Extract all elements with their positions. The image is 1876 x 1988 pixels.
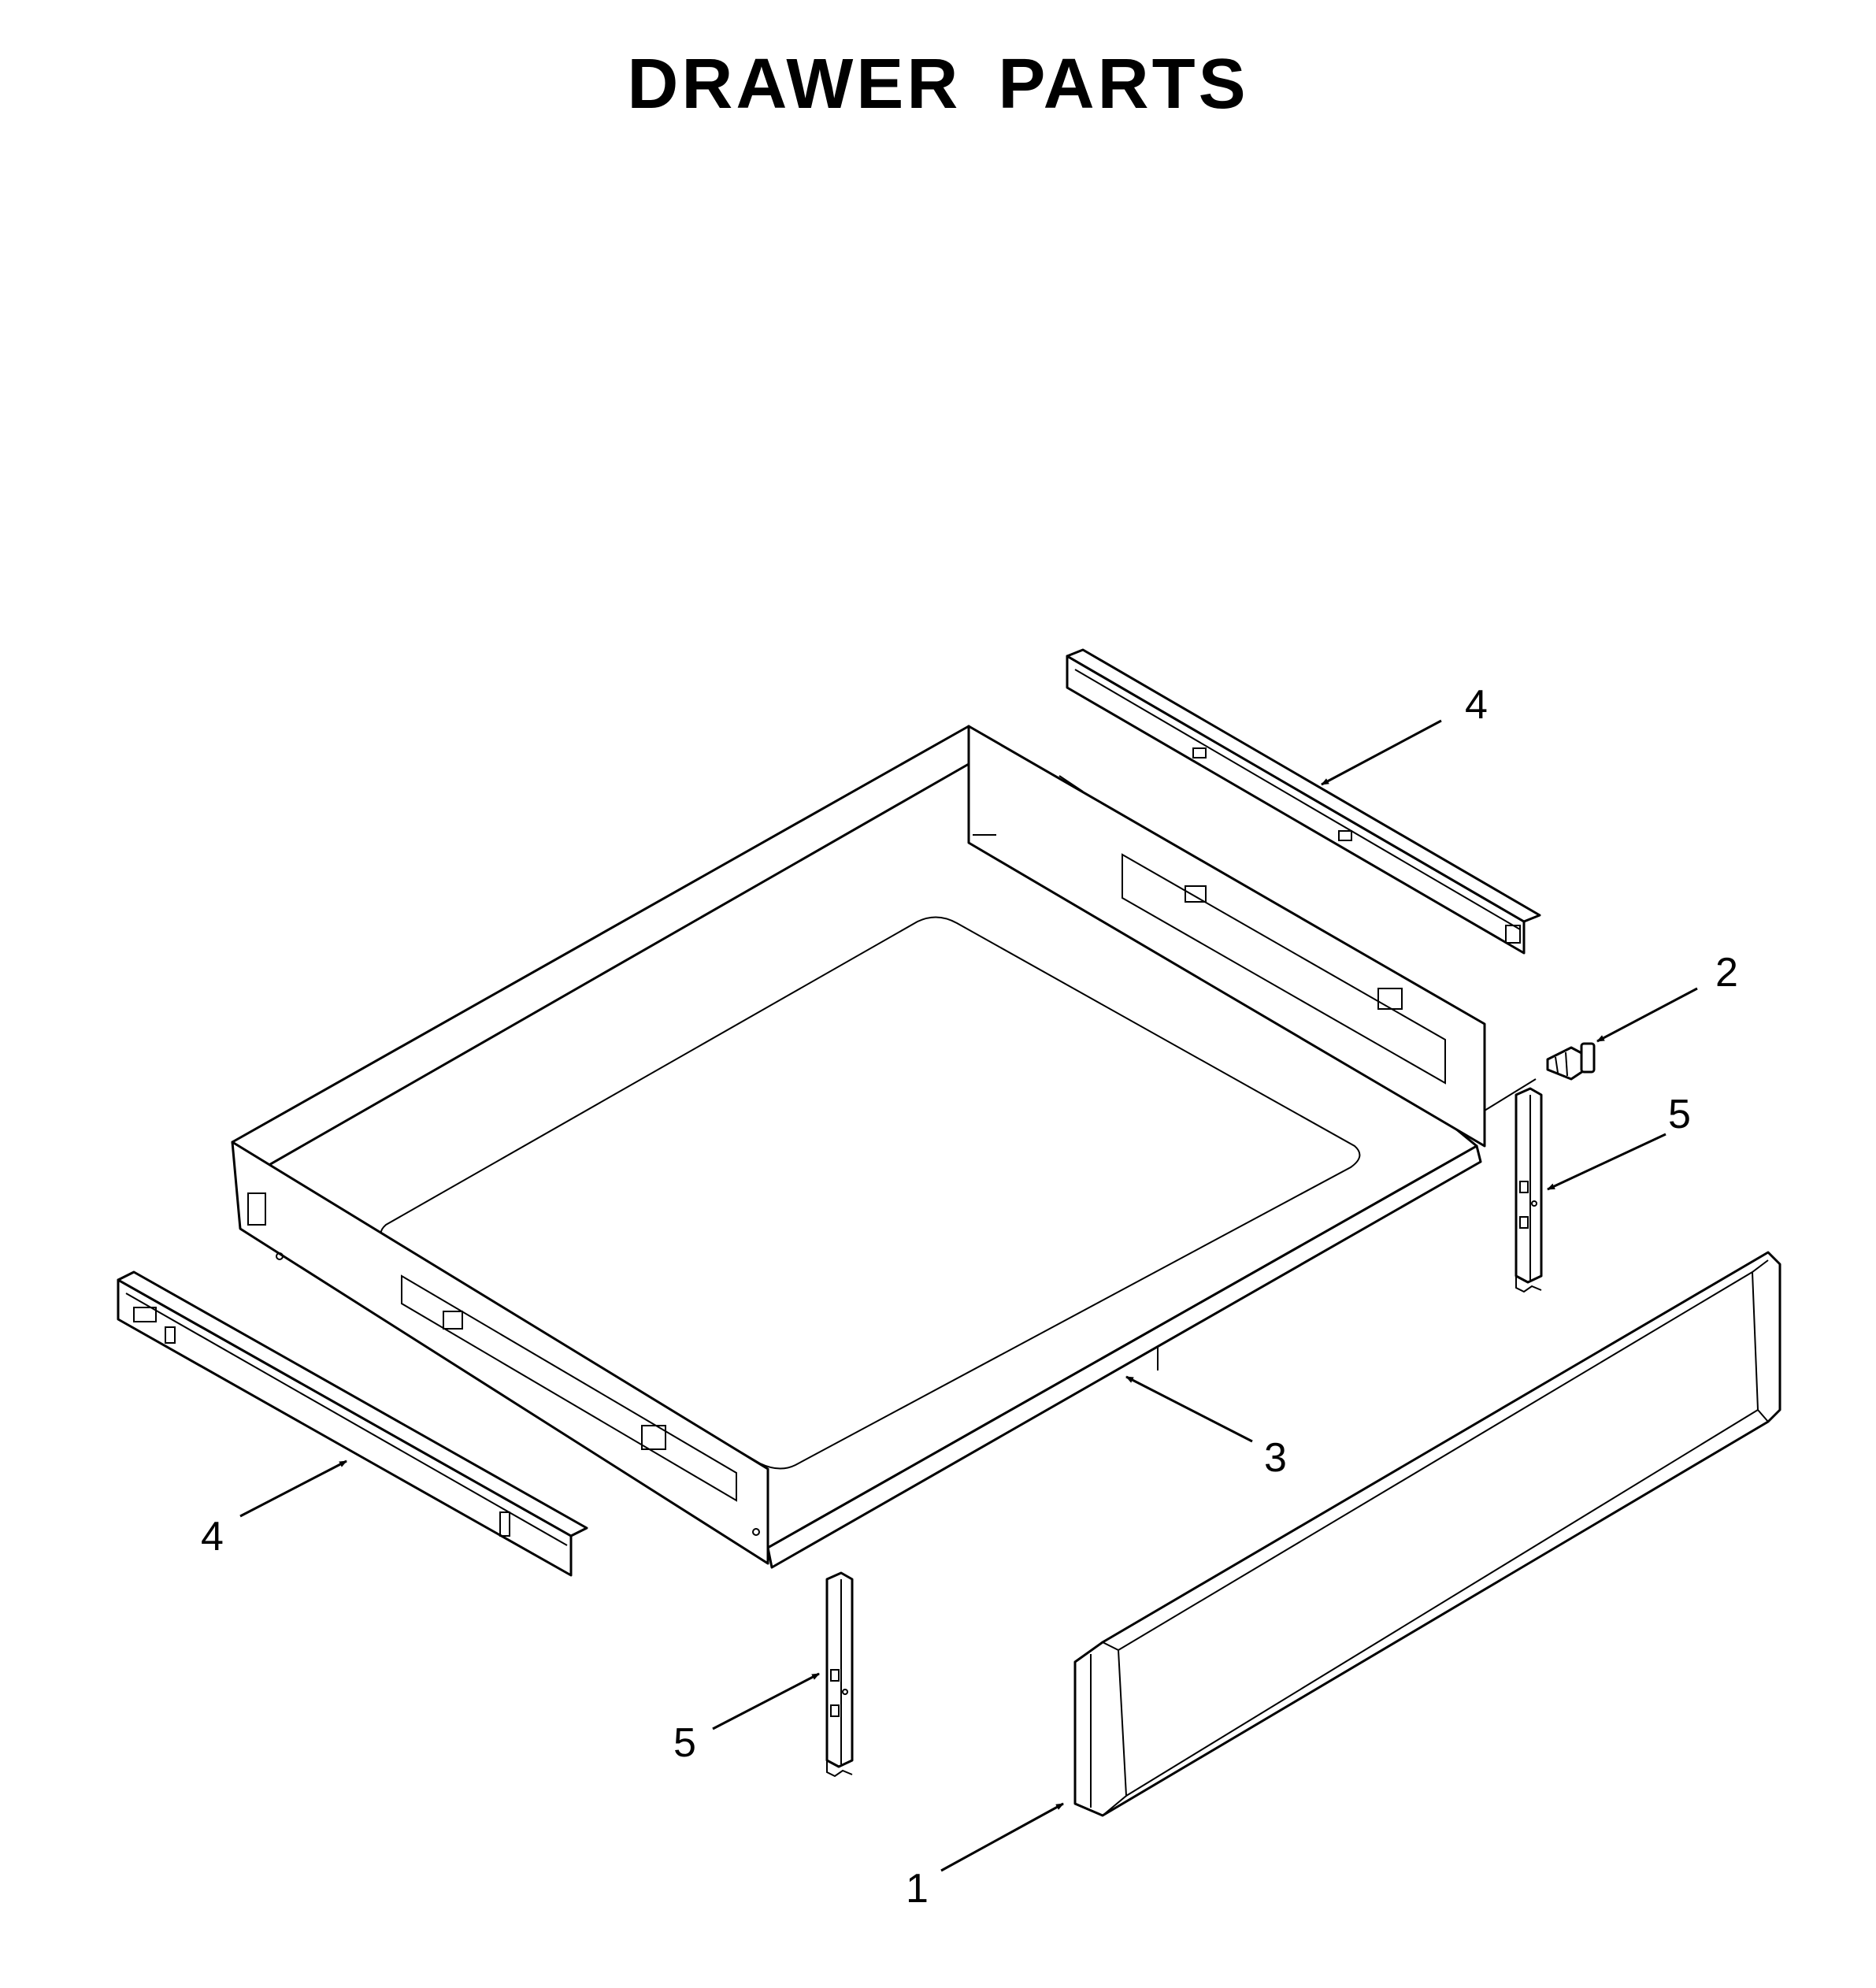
bottom-drawer-bracket — [825, 1571, 854, 1778]
page-title: DRAWER PARTS — [627, 45, 1249, 124]
callout-3: 3 — [1264, 1435, 1287, 1481]
rear-slide-rail — [1066, 648, 1541, 955]
callout-2: 2 — [1715, 950, 1738, 996]
callout-1: 1 — [906, 1866, 929, 1912]
leader-5-right — [1547, 1133, 1667, 1191]
leader-5-bottom — [712, 1672, 820, 1730]
callout-5-bottom: 5 — [673, 1720, 696, 1766]
drawer-body — [231, 725, 1486, 1569]
callout-4-left: 4 — [201, 1514, 224, 1560]
drawer-front-panel — [1073, 1251, 1781, 1817]
right-drawer-bracket — [1515, 1087, 1543, 1293]
leader-2 — [1596, 987, 1698, 1043]
callout-4-top: 4 — [1465, 682, 1488, 728]
screw — [1484, 1042, 1596, 1111]
leader-4-left — [239, 1459, 347, 1518]
leader-4-top — [1321, 719, 1442, 786]
leader-3 — [1125, 1375, 1253, 1443]
callout-5-right: 5 — [1668, 1092, 1691, 1137]
left-slide-rail — [117, 1270, 588, 1577]
callout-leaders — [239, 719, 1698, 1872]
leader-1 — [940, 1802, 1064, 1872]
